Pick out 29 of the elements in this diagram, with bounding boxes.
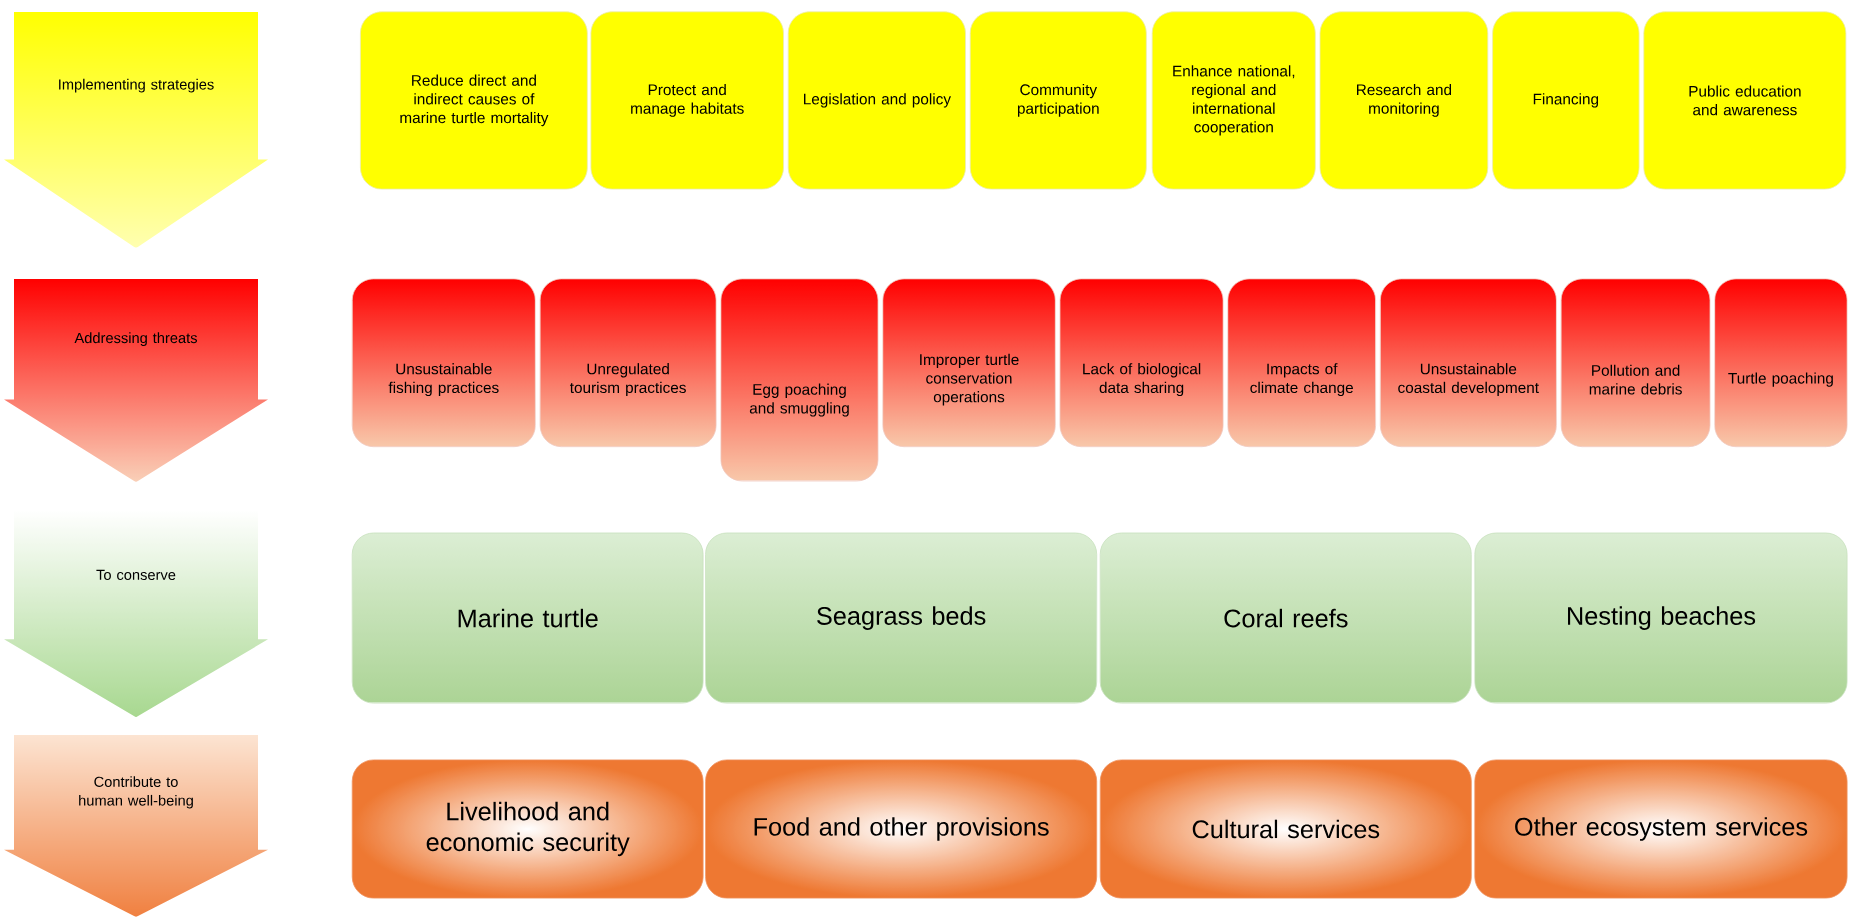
habitat-box: Seagrass beds — [705, 532, 1098, 704]
habitat-box: Nesting beaches — [1474, 532, 1848, 704]
strategy-box: Enhance national, regional and international cooperation — [1151, 11, 1316, 190]
strategy-box: Community participation — [969, 11, 1147, 190]
threat-box: Turtle poaching — [1714, 278, 1848, 448]
benefit-box: Livelihood and economic security — [351, 759, 704, 899]
threat-box: Unregulated tourism practices — [539, 278, 717, 448]
habitat-box: Coral reefs — [1099, 532, 1472, 704]
threat-box: Improper turtle conservation operations — [882, 278, 1056, 448]
threat-box: Unsustainable fishing practices — [351, 278, 536, 448]
strategy-box: Research and monitoring — [1319, 11, 1489, 190]
benefit-box: Cultural services — [1099, 759, 1472, 899]
threat-box: Unsustainable coastal development — [1379, 278, 1557, 448]
strategy-box: Public education and awareness — [1643, 11, 1847, 190]
down-arrow: Implementing strategies — [59, 78, 214, 93]
strategy-box: Protect and manage habitats — [590, 11, 784, 190]
strategy-box: Reduce direct and indirect causes of marine turtle mortality — [360, 11, 588, 190]
strategy-box: Financing — [1492, 11, 1640, 190]
down-arrow: Contribute to human well-being — [79, 776, 193, 809]
benefit-box: Other ecosystem services — [1474, 759, 1848, 899]
threat-box: Pollution and marine debris — [1560, 278, 1711, 448]
threat-box: Impacts of climate change — [1227, 278, 1376, 448]
down-arrow: To conserve — [96, 569, 176, 580]
benefit-box: Food and other provisions — [705, 759, 1098, 899]
threat-box: Lack of biological data sharing — [1059, 278, 1224, 448]
habitat-box: Marine turtle — [351, 532, 704, 704]
down-arrow: Addressing threats — [74, 332, 197, 346]
threat-box: Egg poaching and smuggling — [720, 278, 879, 482]
strategy-box: Legislation and policy — [787, 11, 966, 190]
